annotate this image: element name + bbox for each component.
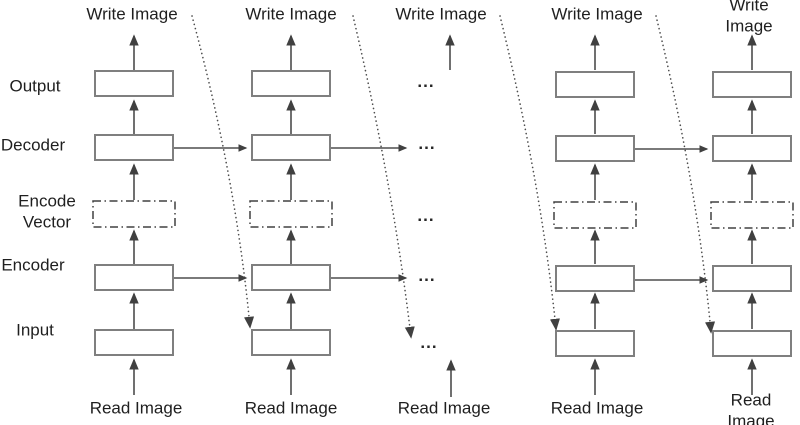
row-label-input: Input [16,320,54,340]
ellipsis-input-row: ... [420,333,438,352]
read-image-label-t5: Read Image [727,390,775,425]
input-box-t2 [251,329,331,356]
encoder-box-t4 [555,265,635,292]
decoder-box-t4 [555,135,635,162]
read-image-label-t2: Read Image [244,398,338,418]
row-label-encode-vector: Encode Vector [18,191,76,231]
dotted-arrow-write-t3-to-read-t4 [499,15,560,331]
dotted-arrow-write-t4-to-read-t5 [655,15,716,334]
row-label-output: Output [9,76,61,96]
encode-vector-box-t2 [249,200,333,228]
input-box-t4 [555,330,635,357]
ellipsis-output-row: ... [417,72,435,91]
ellipsis-encoder-row: ... [418,266,436,285]
encoder-box-t1 [94,264,174,291]
row-label-decoder: Decoder [0,135,66,155]
output-box-t2 [251,70,331,97]
read-image-label-t3: Read Image [397,398,491,418]
encode-vector-box-t1 [92,200,176,228]
dotted-arrow-write-t2-to-read-t3 [352,15,415,339]
write-image-label-t2: Write Image [245,4,337,24]
write-image-label-t5: Write Image [725,0,773,35]
output-box-t1 [94,70,174,97]
dotted-arrow-write-t1-to-read-t2 [191,15,255,329]
input-box-t1 [94,329,174,356]
encode-vector-box-t4 [553,201,637,229]
read-image-label-t4: Read Image [550,398,644,418]
ellipsis-encode-vector-row: ... [417,206,435,225]
input-box-t5 [712,330,792,357]
output-box-t5 [712,71,792,98]
encode-vector-box-t5 [710,201,794,229]
write-image-label-t3: Write Image [395,4,487,24]
ellipsis-decoder-row: ... [418,134,436,153]
encoder-box-t2 [251,264,331,291]
read-image-label-t1: Read Image [89,398,183,418]
encoder-box-t5 [712,265,792,292]
decoder-box-t5 [712,135,792,162]
decoder-box-t1 [94,134,174,161]
write-image-label-t1: Write Image [86,4,178,24]
write-image-label-t4: Write Image [551,4,643,24]
row-label-encoder: Encoder [1,255,65,275]
decoder-box-t2 [251,134,331,161]
output-box-t4 [555,71,635,98]
